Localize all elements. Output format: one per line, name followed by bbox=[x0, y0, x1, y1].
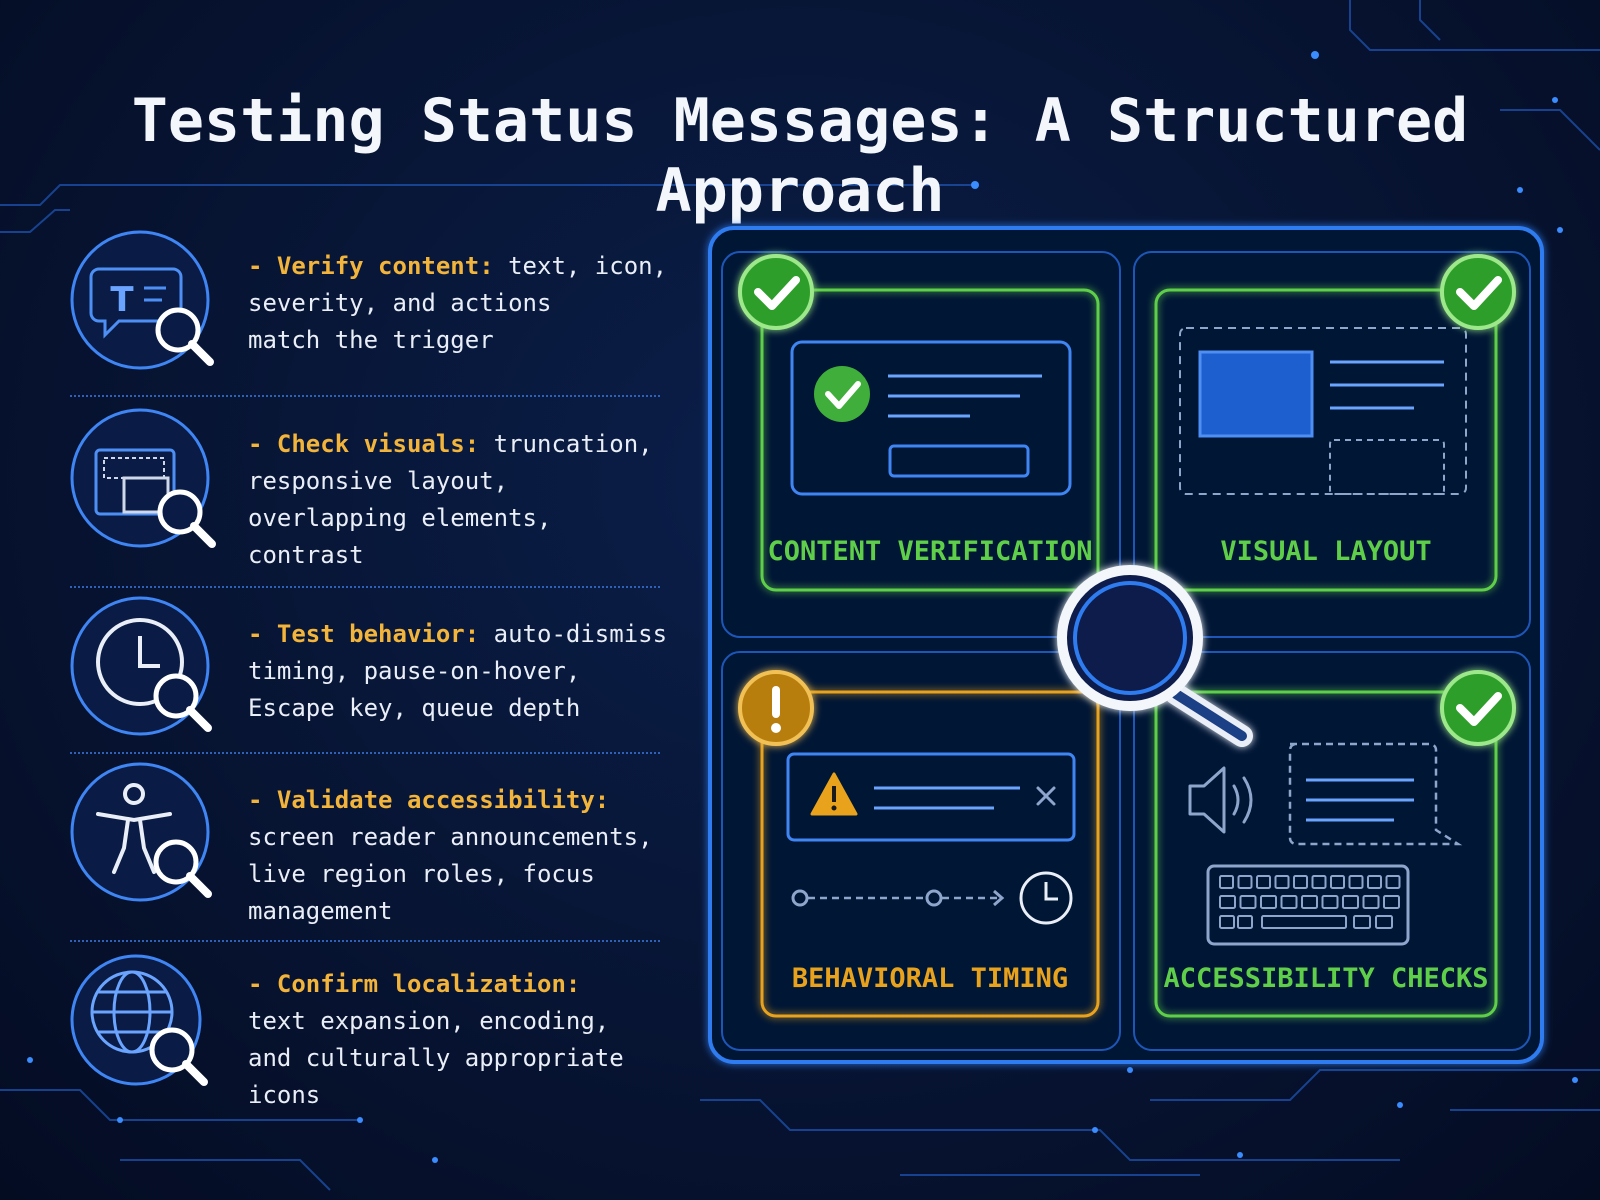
divider bbox=[70, 586, 660, 588]
item-text: - Verify content: text, icon, severity, … bbox=[248, 252, 668, 354]
globe-magnifier-icon bbox=[70, 954, 208, 1086]
svg-text:T: T bbox=[110, 280, 134, 320]
item-label: Validate accessibility: bbox=[276, 786, 610, 814]
item-text: - Test behavior: auto-dismiss timing, pa… bbox=[248, 620, 668, 722]
divider bbox=[70, 395, 660, 397]
accessibility-magnifier-icon bbox=[70, 762, 212, 902]
layout-magnifier-icon bbox=[70, 408, 216, 548]
divider bbox=[70, 752, 660, 754]
page-title: Testing Status Messages: A Structured Ap… bbox=[131, 86, 1469, 226]
item-description: text, icon, severity, and actions match … bbox=[248, 252, 668, 354]
item-description: truncation, responsive layout, overlappi… bbox=[248, 430, 653, 569]
item-label: Verify content: bbox=[276, 252, 494, 280]
quadrant-label-behavioral-timing: BEHAVIORAL TIMING bbox=[791, 963, 1069, 994]
item-description: text expansion, encoding, and culturally… bbox=[248, 1007, 624, 1109]
item-text: - Confirm localization: text expansion, … bbox=[248, 970, 624, 1109]
item-label: Confirm localization: bbox=[276, 970, 581, 998]
item-description: auto-dismiss timing, pause-on-hover, Esc… bbox=[248, 620, 668, 722]
item-description: screen reader announcements, live region… bbox=[248, 823, 653, 925]
quadrant-label-visual-layout: VISUAL LAYOUT bbox=[1220, 536, 1432, 567]
item-label: Check visuals: bbox=[276, 430, 480, 458]
divider bbox=[70, 940, 660, 942]
quadrant-label-content-verification: CONTENT VERIFICATION bbox=[767, 536, 1093, 567]
clock-magnifier-icon bbox=[70, 596, 212, 736]
item-text: - Check visuals: truncation, responsive … bbox=[248, 430, 653, 569]
item-label: Test behavior: bbox=[276, 620, 480, 648]
item-text: - Validate accessibility: screen reader … bbox=[248, 786, 653, 925]
speech-bubble-magnifier-icon: T bbox=[70, 230, 214, 370]
quadrant-label-accessibility-checks: ACCESSIBILITY CHECKS bbox=[1163, 963, 1489, 994]
